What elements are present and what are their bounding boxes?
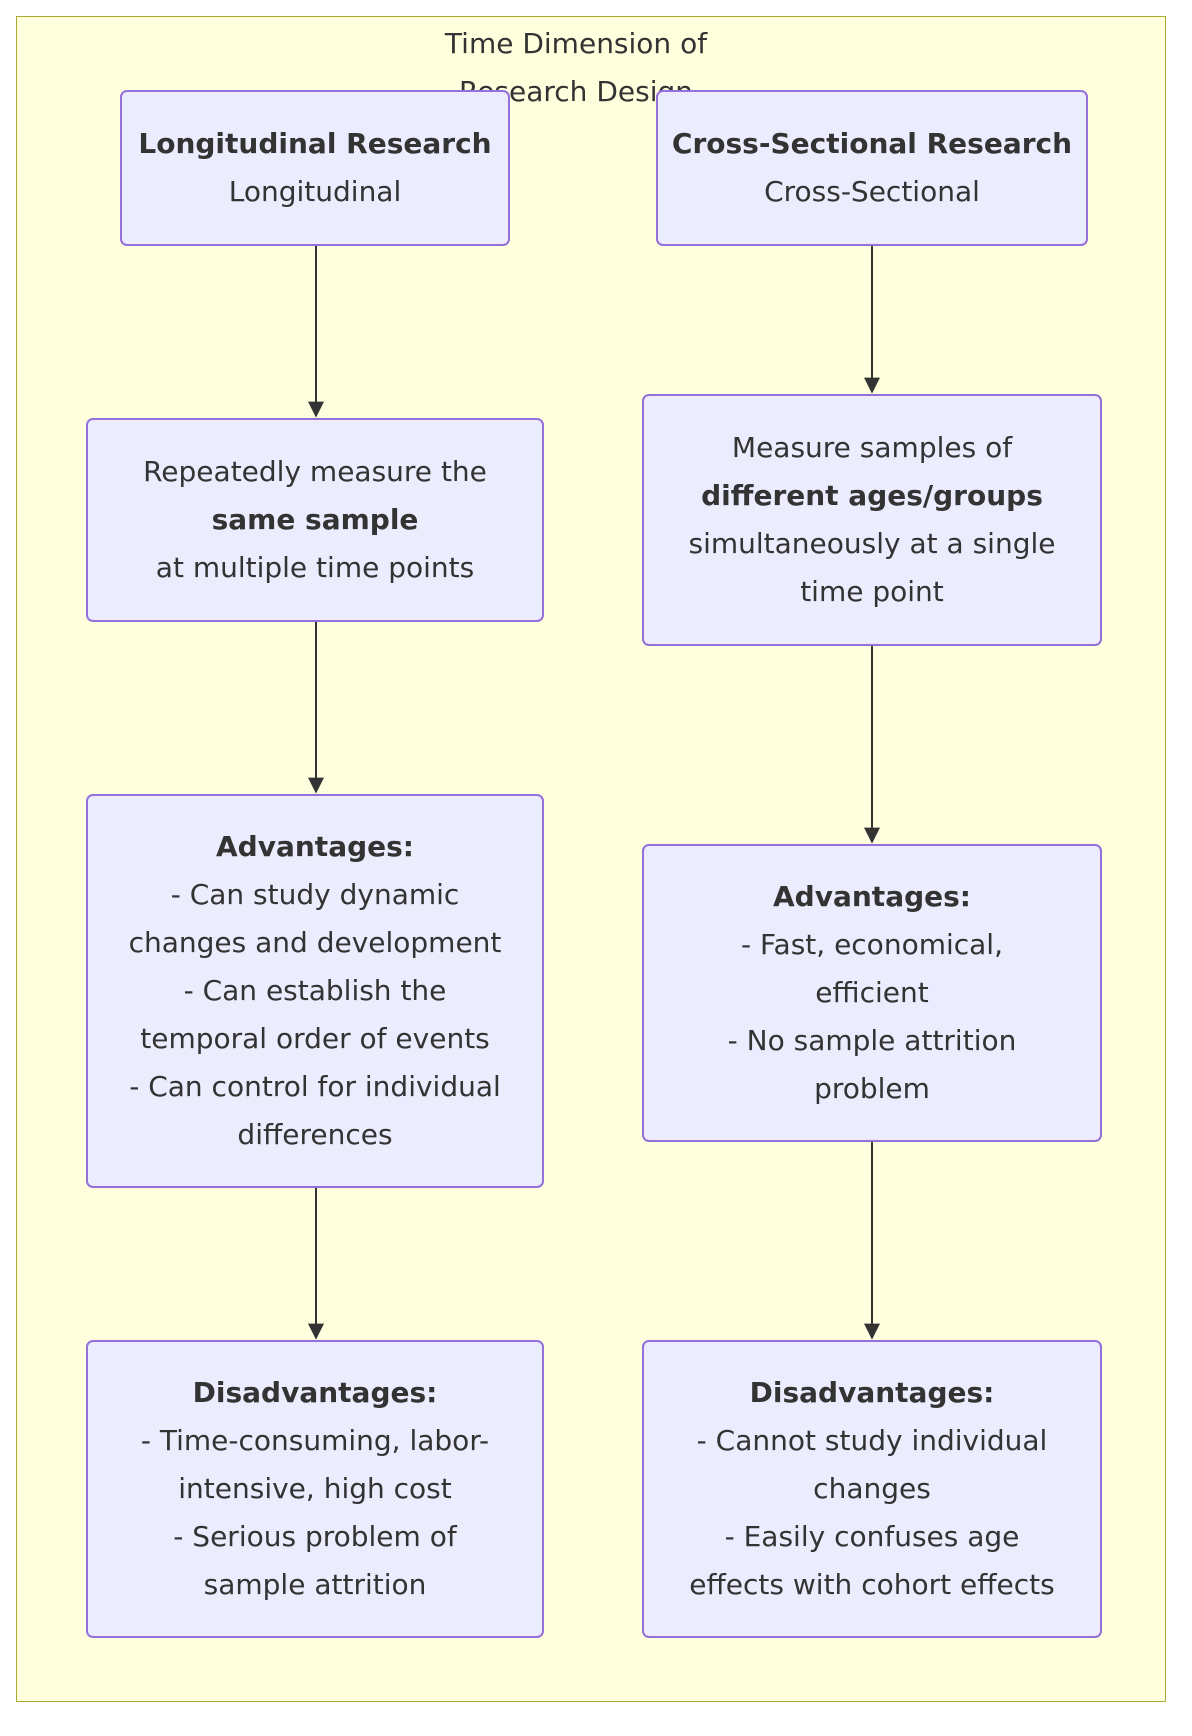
- node-text-line: effects with cohort effects: [689, 1568, 1055, 1601]
- node-text-line: Measure samples of: [731, 431, 1013, 464]
- node-text-line: - Serious problem of: [173, 1520, 457, 1553]
- node-longitudinal-disadvantages: Disadvantages: - Time-consuming, labor- …: [86, 1340, 544, 1638]
- node-cross-sectional-header: Cross-Sectional Research Cross-Sectional: [656, 90, 1088, 246]
- node-text-line: efficient: [815, 976, 929, 1009]
- node-text-line: simultaneously at a single: [688, 527, 1056, 560]
- node-title: Disadvantages:: [749, 1376, 995, 1409]
- node-text-line: - Fast, economical,: [741, 928, 1003, 961]
- node-title: Advantages:: [216, 830, 414, 863]
- node-text-line: changes: [813, 1472, 931, 1505]
- node-text-line: - Time-consuming, labor-: [140, 1424, 490, 1457]
- node-cross-sectional-advantages: Advantages: - Fast, economical, efficien…: [642, 844, 1102, 1142]
- node-title: Longitudinal Research: [138, 127, 492, 160]
- node-text-line: changes and development: [128, 926, 502, 959]
- node-text-line: Repeatedly measure the: [143, 455, 487, 488]
- node-text-line: - No sample attrition: [727, 1024, 1017, 1057]
- node-text-line: - Cannot study individual: [696, 1424, 1048, 1457]
- group-title: Time Dimension of Research Design: [444, 27, 708, 108]
- node-text-line: - Can study dynamic: [170, 878, 460, 911]
- node-text-line: sample attrition: [203, 1568, 427, 1601]
- node-cross-sectional-description: Measure samples of different ages/groups…: [642, 394, 1102, 646]
- node-title: Advantages:: [773, 880, 971, 913]
- node-text-line: differences: [237, 1118, 393, 1151]
- node-cross-sectional-disadvantages: Disadvantages: - Cannot study individual…: [642, 1340, 1102, 1638]
- node-text-emphasis: different ages/groups: [701, 479, 1043, 512]
- node-text-emphasis: same sample: [211, 503, 419, 536]
- node-subtitle: Cross-Sectional: [764, 175, 980, 208]
- node-text-line: problem: [814, 1072, 930, 1105]
- node-text-line: temporal order of events: [140, 1022, 490, 1055]
- node-title: Cross-Sectional Research: [671, 127, 1073, 160]
- node-text-line: time point: [800, 575, 944, 608]
- node-text-line: intensive, high cost: [178, 1472, 452, 1505]
- node-text-line: - Can control for individual: [129, 1070, 501, 1103]
- node-longitudinal-description: Repeatedly measure the same sample at mu…: [86, 418, 544, 622]
- node-longitudinal-header: Longitudinal Research Longitudinal: [120, 90, 510, 246]
- node-text-line: - Can establish the: [183, 974, 447, 1007]
- node-text-line: at multiple time points: [155, 551, 475, 584]
- node-title: Disadvantages:: [192, 1376, 438, 1409]
- node-text-line: - Easily confuses age: [724, 1520, 1020, 1553]
- node-subtitle: Longitudinal: [228, 175, 402, 208]
- node-longitudinal-advantages: Advantages: - Can study dynamic changes …: [86, 794, 544, 1188]
